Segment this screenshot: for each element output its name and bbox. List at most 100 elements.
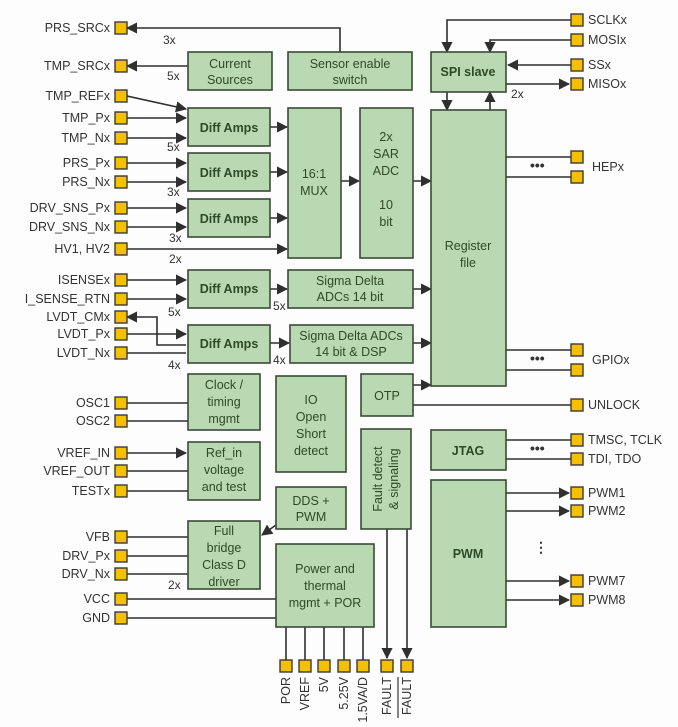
block-diff-amps-1 xyxy=(187,107,271,147)
svg-text:PWM7: PWM7 xyxy=(588,574,626,588)
svg-text:PWM1: PWM1 xyxy=(588,486,626,500)
pin-prs-src[interactable]: PRS_SRCx xyxy=(45,21,128,35)
pin-1-5vad[interactable]: 1.5VA/D xyxy=(356,659,370,723)
svg-text:PRS_Px: PRS_Px xyxy=(63,156,111,170)
ellipses: ••• ••• ••• ⋮ xyxy=(530,157,548,555)
pin-tmp-ref[interactable]: TMP_REFx xyxy=(45,89,128,103)
svg-text:VREF: VREF xyxy=(298,677,312,711)
svg-text:5.25V: 5.25V xyxy=(337,676,351,709)
pin-vfb[interactable]: VFB xyxy=(86,530,128,544)
right-pins: SCLKx MOSIx SSx MISOx HEPx GPIOx UNLOCK … xyxy=(570,13,663,607)
svg-text:PWM8: PWM8 xyxy=(588,593,626,607)
pin-drv-n[interactable]: DRV_Nx xyxy=(62,567,128,581)
pin-por[interactable]: POR xyxy=(279,659,293,704)
mult-prs: 3x xyxy=(167,185,180,199)
pin-prs-p[interactable]: PRS_Px xyxy=(63,156,128,170)
label-diff-amps-1: Diff Amps xyxy=(200,121,259,135)
pin-tdi[interactable]: TDI, TDO xyxy=(570,452,642,466)
svg-text:TMP_Px: TMP_Px xyxy=(62,111,111,125)
pin-isense[interactable]: ISENSEx xyxy=(58,273,128,287)
multipliers: 3x 5x 5x 3x 3x 2x 2x 5x 5x 4x 4x 2x xyxy=(163,33,524,592)
block-spi-slave xyxy=(430,51,507,93)
label-diff-amps-3: Diff Amps xyxy=(200,212,259,226)
pin-gnd[interactable]: GND xyxy=(82,611,128,625)
mult-full-bridge: 2x xyxy=(168,578,181,592)
pin-tmsc[interactable]: TMSC, TCLK xyxy=(570,433,663,447)
svg-text:PRS_Nx: PRS_Nx xyxy=(62,175,111,189)
svg-text:FAULT: FAULT xyxy=(400,677,414,715)
pin-5-25v[interactable]: 5.25V xyxy=(337,659,351,710)
pin-vcc[interactable]: VCC xyxy=(84,592,128,606)
pin-osc2[interactable]: OSC2 xyxy=(76,414,128,428)
pin-sclk[interactable]: SCLKx xyxy=(570,13,628,27)
pin-tmp-src[interactable]: TMP_SRCx xyxy=(44,59,128,73)
pin-isense-rtn[interactable]: I_SENSE_RTN xyxy=(25,292,128,306)
pin-tmp-n[interactable]: TMP_Nx xyxy=(61,131,128,145)
pin-test[interactable]: TESTx xyxy=(72,484,128,498)
block-diff-amps-5 xyxy=(187,324,271,364)
pin-fault[interactable]: FAULT xyxy=(380,659,394,715)
pin-lvdt-n[interactable]: LVDT_Nx xyxy=(57,346,128,360)
svg-text:LVDT_Px: LVDT_Px xyxy=(57,327,110,341)
svg-text:5V: 5V xyxy=(317,676,331,692)
pin-hep[interactable]: HEPx xyxy=(570,150,625,184)
svg-text:I_SENSE_RTN: I_SENSE_RTN xyxy=(25,292,110,306)
svg-text:PRS_SRCx: PRS_SRCx xyxy=(45,21,111,35)
pin-5v[interactable]: 5V xyxy=(317,659,331,692)
svg-text:UNLOCK: UNLOCK xyxy=(588,398,641,412)
mult-isense-out: 5x xyxy=(273,299,286,313)
label-diff-amps-5: Diff Amps xyxy=(200,337,259,351)
pin-vref-in[interactable]: VREF_IN xyxy=(57,446,128,460)
svg-text:HV1, HV2: HV1, HV2 xyxy=(54,242,110,256)
pin-ss[interactable]: SSx xyxy=(570,58,612,72)
block-pwm xyxy=(430,479,507,628)
pin-pwm7[interactable]: PWM7 xyxy=(570,574,626,588)
pin-fault-n[interactable]: FAULT xyxy=(397,659,414,718)
pin-hv[interactable]: HV1, HV2 xyxy=(54,242,128,256)
wire-sclk xyxy=(441,19,571,54)
pin-drv-sns-p[interactable]: DRV_SNS_Px xyxy=(30,201,128,215)
svg-text:POR: POR xyxy=(279,677,293,704)
pin-gpio[interactable]: GPIOx xyxy=(570,343,630,377)
block-mux xyxy=(287,107,342,259)
pin-lvdt-p[interactable]: LVDT_Px xyxy=(57,327,128,341)
svg-text:DRV_SNS_Nx: DRV_SNS_Nx xyxy=(29,220,111,234)
mult-drv-sns: 3x xyxy=(169,231,182,245)
svg-text:TDI, TDO: TDI, TDO xyxy=(588,452,642,466)
svg-text:TMSC, TCLK: TMSC, TCLK xyxy=(588,433,663,447)
svg-text:ISENSEx: ISENSEx xyxy=(58,273,111,287)
mult-tmp: 5x xyxy=(167,140,180,154)
pin-vref-out[interactable]: VREF_OUT xyxy=(43,464,128,478)
pin-pwm2[interactable]: PWM2 xyxy=(570,504,626,518)
wire-tmp-ref xyxy=(126,95,188,113)
pin-vref[interactable]: VREF xyxy=(298,659,312,711)
pin-drv-sns-n[interactable]: DRV_SNS_Nx xyxy=(29,220,128,234)
pin-tmp-p[interactable]: TMP_Px xyxy=(62,111,128,125)
mult-miso: 2x xyxy=(511,87,524,101)
svg-text:MISOx: MISOx xyxy=(588,77,627,91)
block-sensor-enable xyxy=(287,51,413,91)
pin-mosi[interactable]: MOSIx xyxy=(570,33,627,47)
pin-lvdt-cm[interactable]: LVDT_CMx xyxy=(46,310,128,324)
svg-text:OSC2: OSC2 xyxy=(76,414,110,428)
wire-dds-bridge xyxy=(261,524,277,536)
block-diff-amps-4 xyxy=(187,269,271,309)
pin-pwm8[interactable]: PWM8 xyxy=(570,593,626,607)
pin-unlock[interactable]: UNLOCK xyxy=(570,398,641,412)
svg-text:SSx: SSx xyxy=(588,58,612,72)
svg-text:TMP_SRCx: TMP_SRCx xyxy=(44,59,111,73)
block-power xyxy=(275,543,375,628)
block-diff-amps-3 xyxy=(187,198,271,238)
pin-prs-n[interactable]: PRS_Nx xyxy=(62,175,128,189)
block-fault xyxy=(360,428,412,530)
pin-miso[interactable]: MISOx xyxy=(570,77,627,91)
pin-drv-p[interactable]: DRV_Px xyxy=(62,549,128,563)
pin-pwm1[interactable]: PWM1 xyxy=(570,486,626,500)
block-jtag xyxy=(430,429,507,471)
pin-osc1[interactable]: OSC1 xyxy=(76,396,128,410)
